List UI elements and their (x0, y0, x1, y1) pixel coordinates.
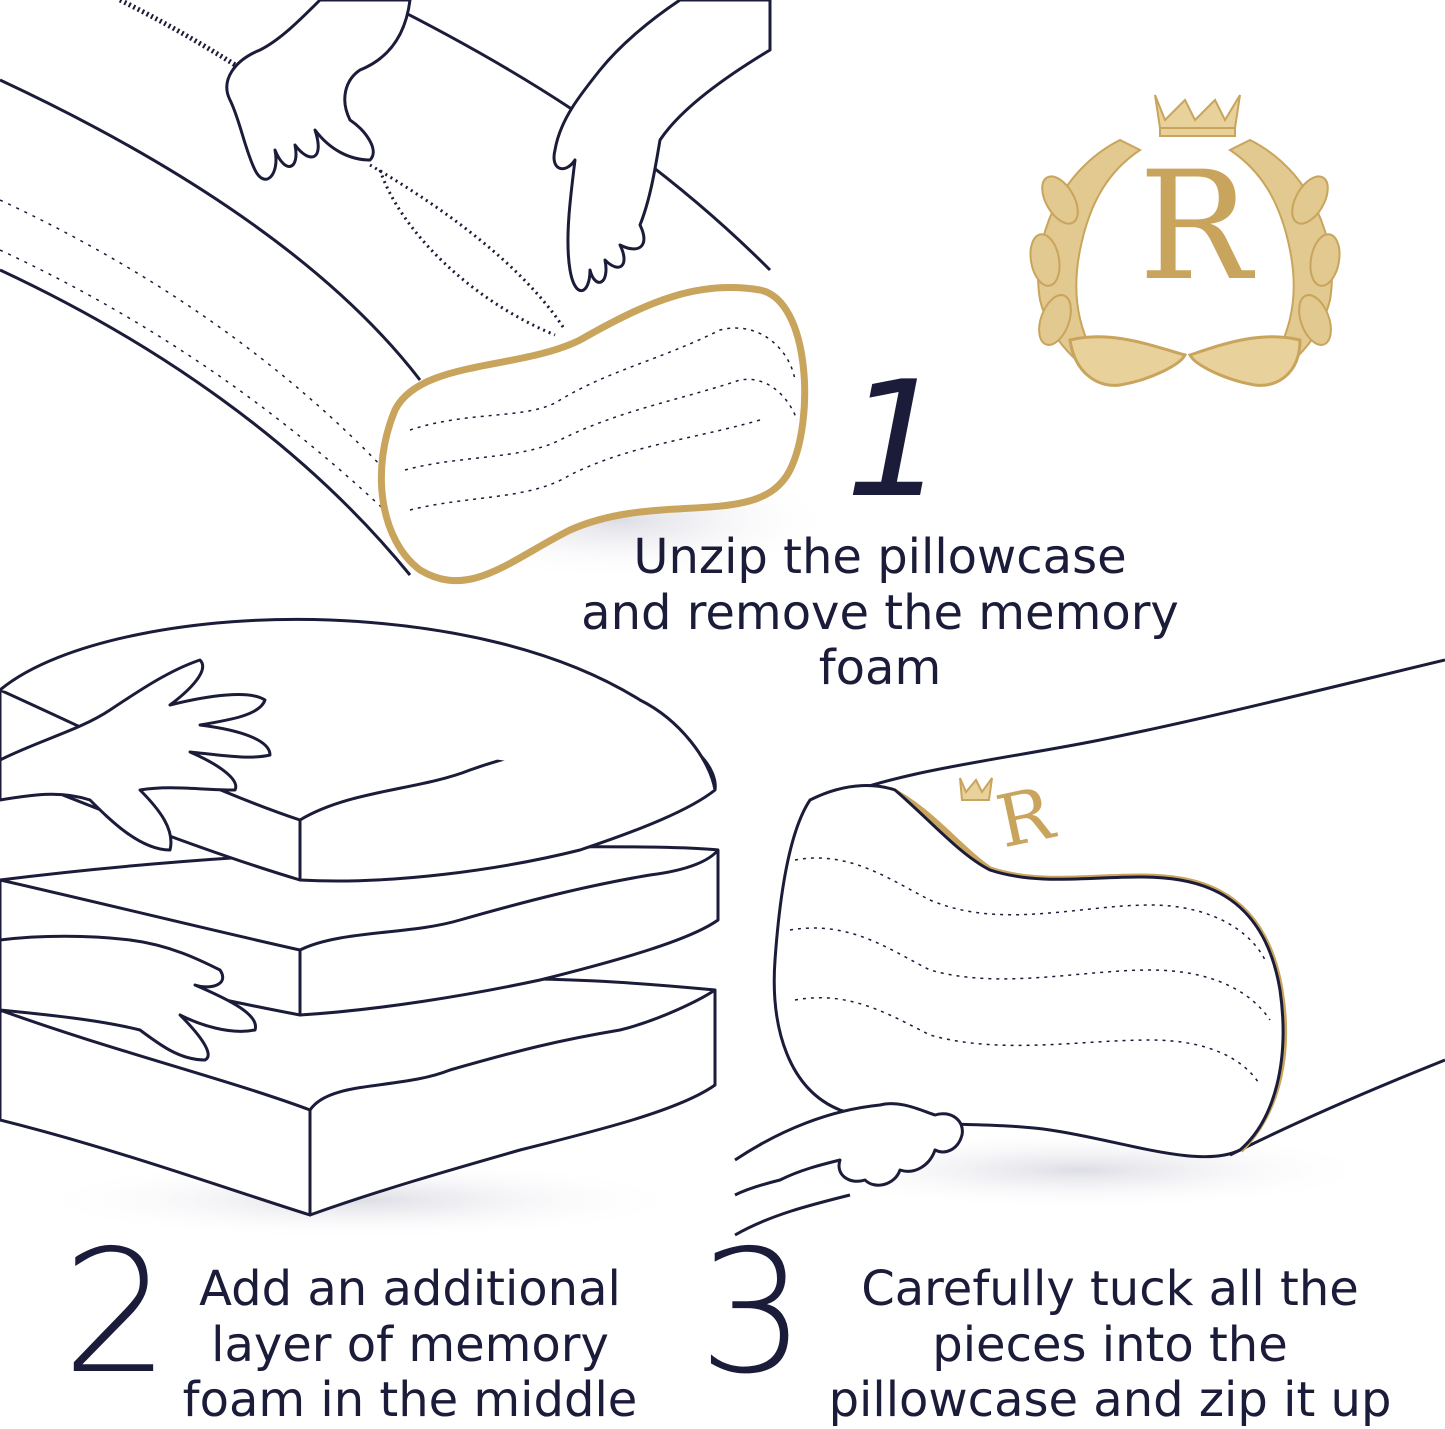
step-2-caption-line: Add an additional (199, 1261, 621, 1317)
step-2-caption: Add an additional layer of memory foam i… (150, 1261, 670, 1429)
step-1-caption-line: foam (818, 640, 942, 697)
crest-ribbon (1068, 335, 1302, 387)
pillow-crest: R (959, 770, 1062, 864)
step1-pillow-end (377, 284, 809, 584)
step-3-caption-line: Carefully tuck all the (861, 1261, 1359, 1317)
step-2-caption-line: layer of memory (211, 1316, 609, 1373)
step-1-caption-line: Unzip the pillowcase (633, 529, 1127, 585)
step3-hand (734, 1102, 964, 1237)
laurel-wreath (1029, 138, 1341, 382)
step-2-number: 2 (62, 1214, 171, 1412)
step1-hands (225, 0, 772, 293)
step-1-caption-line: and remove the memory (581, 584, 1179, 641)
pillow-crest-letter: R (990, 770, 1062, 864)
crest-letter: R (1139, 140, 1256, 314)
step2-foam-layers (0, 617, 720, 1240)
royal-crest: R (1029, 94, 1341, 387)
step-3-number: 3 (698, 1214, 807, 1412)
step-3-caption: Carefully tuck all the pieces into the p… (780, 1261, 1440, 1429)
step-1-number: 1 (845, 346, 947, 533)
step-3-caption-line: pillowcase and zip it up (828, 1372, 1392, 1429)
step-3-caption-line: pieces into the (932, 1316, 1288, 1373)
crown-icon (1154, 94, 1241, 137)
step-2-caption-line: foam in the middle (182, 1372, 638, 1429)
step-1-caption: Unzip the pillowcase and remove the memo… (520, 529, 1240, 697)
step2-hands (0, 658, 272, 1062)
